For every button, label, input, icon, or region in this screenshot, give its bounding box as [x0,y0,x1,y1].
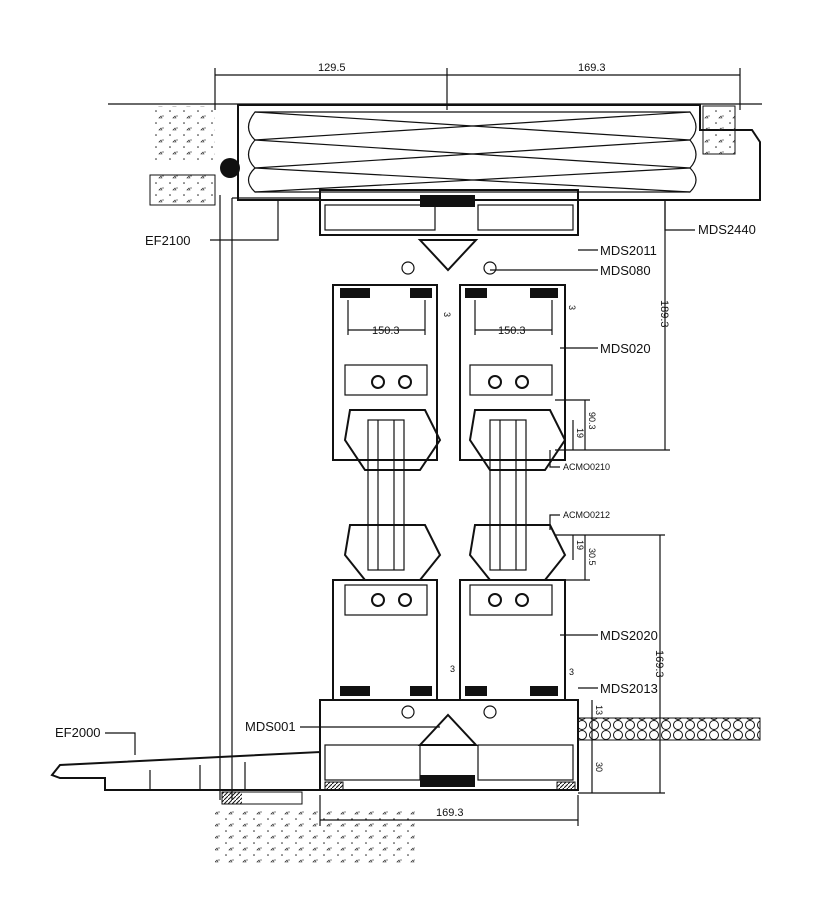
label-ef2000: EF2000 [55,725,101,740]
dim-gap-top-sash: 3 [442,312,452,317]
upper-sashes [332,284,567,471]
label-mds2011: MDS2011 [600,243,657,258]
concrete-lintel [149,174,216,206]
dim-top-left: 129.5 [318,62,346,74]
dim-upper-height: 189.3 [658,300,670,328]
callouts: MDS2440 EF2100 MDS2011 MDS080 MDS020 ACM… [55,200,756,755]
label-mds020: MDS020 [600,341,651,356]
bottom-frame [319,699,579,791]
label-acmo0210: ACMO0210 [563,462,610,472]
label-mds080: MDS080 [600,263,651,278]
concrete-floor [215,810,415,865]
dim-upper-overlap: 90.3 [587,412,597,430]
inner-dimensions: 150.3 150.3 3 3 3 3 [347,300,577,677]
label-mds001: MDS001 [245,719,296,734]
dim-gap-bottom-frame: 3 [569,667,574,677]
label-mds2440: MDS2440 [698,222,756,237]
concrete-top [150,106,215,161]
dim-lower-overlap: 30.5 [587,548,597,566]
dim-inner-right: 150.3 [498,325,526,337]
label-mds2013: MDS2013 [600,681,658,696]
dim-top-right: 169.3 [578,62,606,74]
dim-lower-seal: 19 [575,540,585,550]
dim-inner-left: 150.3 [372,325,400,337]
glass-panels [367,419,527,571]
dim-bottom-width: 169.3 [436,807,464,819]
roller-box [237,104,761,201]
label-ef2100: EF2100 [145,233,191,248]
bottom-dimension: 169.3 [319,795,579,826]
dim-upper-seal: 19 [575,428,585,438]
label-mds2020: MDS2020 [600,628,658,643]
seal-bead [220,158,240,178]
dim-sill-height: 30 [594,762,604,772]
right-dimensions: 189.3 90.3 19 169.3 30.5 19 13 30 [555,200,670,794]
floor-insulation [577,717,761,741]
dim-floor-thickness: 13 [594,705,604,715]
dim-lower-height: 169.3 [653,650,665,678]
top-frame [319,189,579,275]
dim-gap-bottom-sash: 3 [450,664,455,674]
label-acmo0212: ACMO0212 [563,510,610,520]
lower-sashes [332,524,567,701]
dim-gap-top-frame: 3 [567,305,577,310]
sill-ramp [50,750,321,805]
top-dimension: 129.5 169.3 [214,62,741,110]
